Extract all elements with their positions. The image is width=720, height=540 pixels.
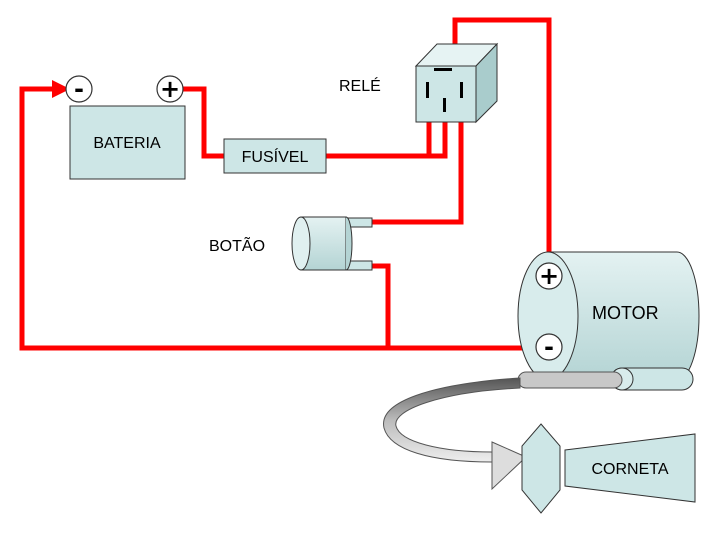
horn: CORNETA [521, 423, 696, 514]
fuse-label: FUSÍVEL [242, 147, 309, 166]
relay-pin-middle [443, 98, 446, 112]
motor-negative-sign: - [544, 333, 554, 361]
fuse: FUSÍVEL [223, 138, 327, 174]
horn-bell [564, 433, 696, 503]
motor-positive-terminal [535, 262, 563, 290]
fuse-body [223, 138, 327, 174]
relay: RELÉ [339, 42, 499, 124]
curved-arrow [383, 377, 527, 491]
push-button: BOTÃO [209, 216, 373, 271]
battery-label: BATERIA [93, 135, 161, 152]
wire-arrow-head [52, 80, 70, 98]
relay-front-face [415, 65, 477, 123]
wire-button-to-ground [371, 263, 391, 348]
relay-pin-right [460, 82, 463, 98]
relay-pin-top [434, 68, 452, 71]
battery-positive-terminal [156, 75, 184, 103]
button-face [291, 216, 311, 271]
wire-battery-to-fuse [183, 86, 224, 159]
battery-body [69, 105, 186, 180]
relay-pin-left [426, 82, 429, 98]
battery-negative-sign: - [74, 75, 84, 103]
motor-positive-sign: + [539, 262, 559, 290]
motor: + - MOTOR [517, 251, 700, 381]
button-label: BOTÃO [209, 235, 265, 255]
wire-fuse-to-relay [326, 118, 448, 159]
motor-negative-terminal [535, 333, 563, 361]
button-body-right-cap [345, 216, 353, 271]
horn-diaphragm [521, 423, 561, 514]
battery-negative-terminal [65, 75, 93, 103]
wire-ground-loop [19, 86, 538, 351]
wire-relay-to-button [371, 118, 464, 225]
motor-label: MOTOR [592, 303, 659, 323]
battery-positive-sign: + [160, 75, 180, 103]
shaft-rod [517, 371, 623, 389]
relay-label: RELÉ [339, 76, 381, 95]
curved-arrow-head [491, 441, 527, 491]
battery: BATERIA - + [65, 75, 186, 180]
horn-label: CORNETA [591, 461, 668, 478]
